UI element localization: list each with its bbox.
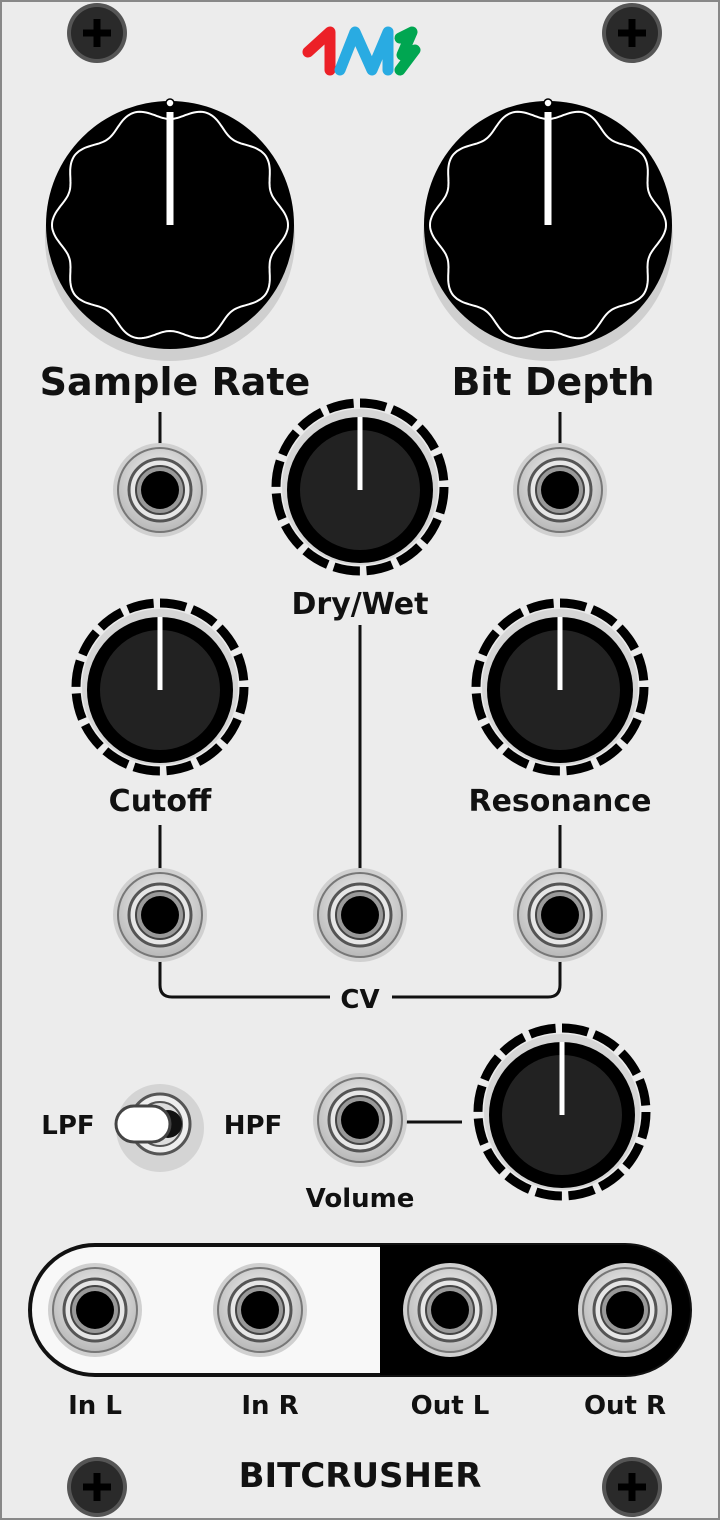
input-right-jack[interactable] xyxy=(211,1261,309,1359)
in-r-label: In R xyxy=(241,1391,298,1421)
out-l-label: Out L xyxy=(411,1391,490,1421)
resonance-label: Resonance xyxy=(468,784,651,819)
resonance-knob[interactable] xyxy=(471,598,649,776)
scale-ticks xyxy=(473,1023,651,1201)
cutoff-label: Cutoff xyxy=(109,784,212,819)
knob-indicator-dot xyxy=(543,98,553,108)
sample-rate-label: Sample Rate xyxy=(40,360,311,404)
panel-lines xyxy=(158,412,562,1124)
bit-depth-label: Bit Depth xyxy=(451,360,654,404)
hpf-label: HPF xyxy=(224,1111,283,1141)
screw-icon xyxy=(67,1457,127,1517)
output-left-jack[interactable] xyxy=(401,1261,499,1359)
volume-knob[interactable] xyxy=(473,1023,651,1201)
knob-indicator-dot xyxy=(165,98,175,108)
bit-depth-knob[interactable] xyxy=(423,98,673,361)
brand-logo xyxy=(302,26,421,76)
scale-ticks xyxy=(471,598,649,776)
cutoff-cv-jack[interactable] xyxy=(111,866,209,964)
screw-icon xyxy=(602,3,662,63)
scale-ticks xyxy=(71,598,249,776)
screw-icon xyxy=(67,3,127,63)
dry-wet-label: Dry/Wet xyxy=(292,587,429,622)
dry-wet-cv-jack[interactable] xyxy=(311,866,409,964)
out-r-label: Out R xyxy=(584,1391,666,1421)
dry-wet-knob[interactable] xyxy=(271,398,449,576)
bit-depth-cv-jack[interactable] xyxy=(511,441,609,539)
input-left-jack[interactable] xyxy=(46,1261,144,1359)
scale-ticks xyxy=(271,398,449,576)
cutoff-knob[interactable] xyxy=(71,598,249,776)
volume-label: Volume xyxy=(306,1184,415,1214)
sample-rate-cv-jack[interactable] xyxy=(111,441,209,539)
filter-mode-toggle-switch[interactable] xyxy=(114,1084,204,1172)
in-l-label: In L xyxy=(68,1391,122,1421)
cv-label: CV xyxy=(340,985,379,1015)
resonance-cv-jack[interactable] xyxy=(511,866,609,964)
volume-cv-jack[interactable] xyxy=(311,1071,409,1169)
module-title: BITCRUSHER xyxy=(239,1456,482,1496)
sample-rate-knob[interactable] xyxy=(45,98,295,361)
screw-icon xyxy=(602,1457,662,1517)
lpf-label: LPF xyxy=(41,1111,94,1141)
output-right-jack[interactable] xyxy=(576,1261,674,1359)
